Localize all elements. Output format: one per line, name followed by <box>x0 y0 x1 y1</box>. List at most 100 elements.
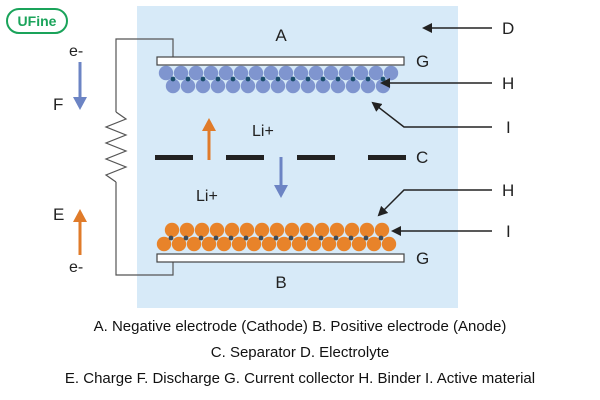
cathode-particle <box>240 78 256 94</box>
cathode-particle <box>383 65 399 81</box>
binder-particle <box>183 235 189 241</box>
binder-particle <box>273 235 279 241</box>
cathode-particle <box>210 78 226 94</box>
binder-particle <box>320 76 326 82</box>
li-ion-arrow-up <box>202 118 216 160</box>
anode-particle <box>194 222 210 238</box>
cathode-particle <box>278 65 294 81</box>
cathode-particle <box>165 78 181 94</box>
label-B: B <box>275 273 286 292</box>
cathode-particle <box>345 78 361 94</box>
cathode-particle <box>195 78 211 94</box>
binder-particle <box>333 235 339 241</box>
label-E: E <box>53 205 64 224</box>
anode-particle <box>179 222 195 238</box>
binder-particle <box>290 76 296 82</box>
cathode-particle <box>338 65 354 81</box>
label-C: C <box>416 148 428 167</box>
binder-particle <box>245 76 251 82</box>
anode-particle <box>254 222 270 238</box>
callout-I-top <box>371 101 492 128</box>
label-G-bottom: G <box>416 249 429 268</box>
cathode-particle <box>285 78 301 94</box>
anode-particle <box>306 236 322 252</box>
cathode-particle <box>315 78 331 94</box>
anode-particle <box>314 222 330 238</box>
anode-particle <box>336 236 352 252</box>
binder-particle <box>378 235 384 241</box>
anode-particle <box>209 222 225 238</box>
binder-particle <box>170 76 176 82</box>
label-H-bottom: H <box>502 181 514 200</box>
anode-particle <box>246 236 262 252</box>
label-F: F <box>53 95 63 114</box>
label-e-top: e- <box>69 43 83 60</box>
binder-particle <box>303 235 309 241</box>
anode-particle <box>284 222 300 238</box>
anode-particle <box>269 222 285 238</box>
binder-particle <box>305 76 311 82</box>
charge-arrow <box>73 209 87 255</box>
diagram-canvas: A B C D G G H H I I e- e- F E Li+ Li+ <box>53 6 514 308</box>
binder-particle <box>348 235 354 241</box>
label-A: A <box>275 26 287 45</box>
binder-particle <box>380 76 386 82</box>
anode-particle <box>329 222 345 238</box>
label-G-top: G <box>416 52 429 71</box>
binder-particle <box>230 76 236 82</box>
cathode-particle <box>203 65 219 81</box>
resistor <box>104 111 128 183</box>
binder-particle <box>258 235 264 241</box>
separator <box>155 155 406 160</box>
anode-particle <box>359 222 375 238</box>
binder-particle <box>213 235 219 241</box>
cathode-particle <box>233 65 249 81</box>
anode-particle <box>186 236 202 252</box>
cathode-particle-layer <box>158 65 399 94</box>
cathode-particle <box>158 65 174 81</box>
label-I-top: I <box>506 118 511 137</box>
label-I-bottom: I <box>506 222 511 241</box>
label-li-upper: Li+ <box>252 123 274 140</box>
cathode-particle <box>300 78 316 94</box>
binder-particle <box>288 235 294 241</box>
binder-particle <box>318 235 324 241</box>
anode-particle <box>164 222 180 238</box>
binder-particle <box>215 76 221 82</box>
anode-particle <box>239 222 255 238</box>
external-circuit-wire <box>115 38 174 112</box>
anode-particle <box>291 236 307 252</box>
anode-particle <box>216 236 232 252</box>
binder-particle <box>200 76 206 82</box>
logo-text: UFine <box>18 13 57 29</box>
caption-line-3: E. Charge F. Discharge G. Current collec… <box>64 370 536 387</box>
binder-particle <box>260 76 266 82</box>
anode-particle <box>381 236 397 252</box>
top-current-collector <box>156 56 405 66</box>
binder-particle <box>243 235 249 241</box>
cathode-particle <box>323 65 339 81</box>
anode-particle <box>224 222 240 238</box>
cathode-particle <box>330 78 346 94</box>
binder-particle <box>198 235 204 241</box>
cathode-particle <box>218 65 234 81</box>
cathode-particle <box>180 78 196 94</box>
external-circuit-wire-lower <box>115 182 174 276</box>
caption-line-2: C. Separator D. Electrolyte <box>210 344 390 361</box>
anode-particle <box>351 236 367 252</box>
logo-mark: UFine <box>6 8 68 34</box>
cathode-particle <box>255 78 271 94</box>
binder-particle <box>228 235 234 241</box>
anode-particle <box>231 236 247 252</box>
anode-particle <box>171 236 187 252</box>
binder-particle <box>350 76 356 82</box>
cathode-particle <box>188 65 204 81</box>
ufine-logo: UFine <box>6 8 68 34</box>
binder-particle <box>168 235 174 241</box>
caption-line-1: A. Negative electrode (Cathode) B. Posit… <box>93 318 507 335</box>
callout-H-bottom <box>377 189 492 217</box>
cathode-particle <box>225 78 241 94</box>
anode-particle <box>201 236 217 252</box>
anode-particle <box>344 222 360 238</box>
